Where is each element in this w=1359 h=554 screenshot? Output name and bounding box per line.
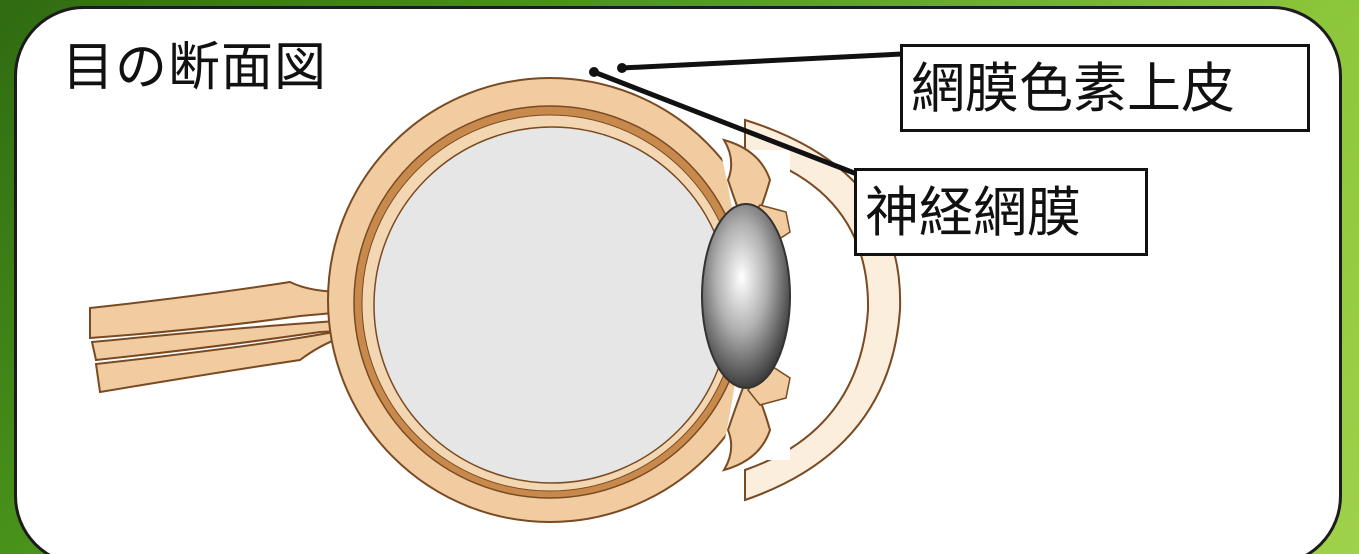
vitreous-body: [374, 127, 730, 483]
label-retinal-pigment-epithelium: 網膜色素上皮: [900, 44, 1310, 132]
label-neural-retina: 神経網膜: [854, 168, 1148, 256]
lens: [702, 204, 790, 388]
diagram-title: 目の断面図: [62, 38, 327, 98]
optic-nerve: [90, 282, 360, 392]
